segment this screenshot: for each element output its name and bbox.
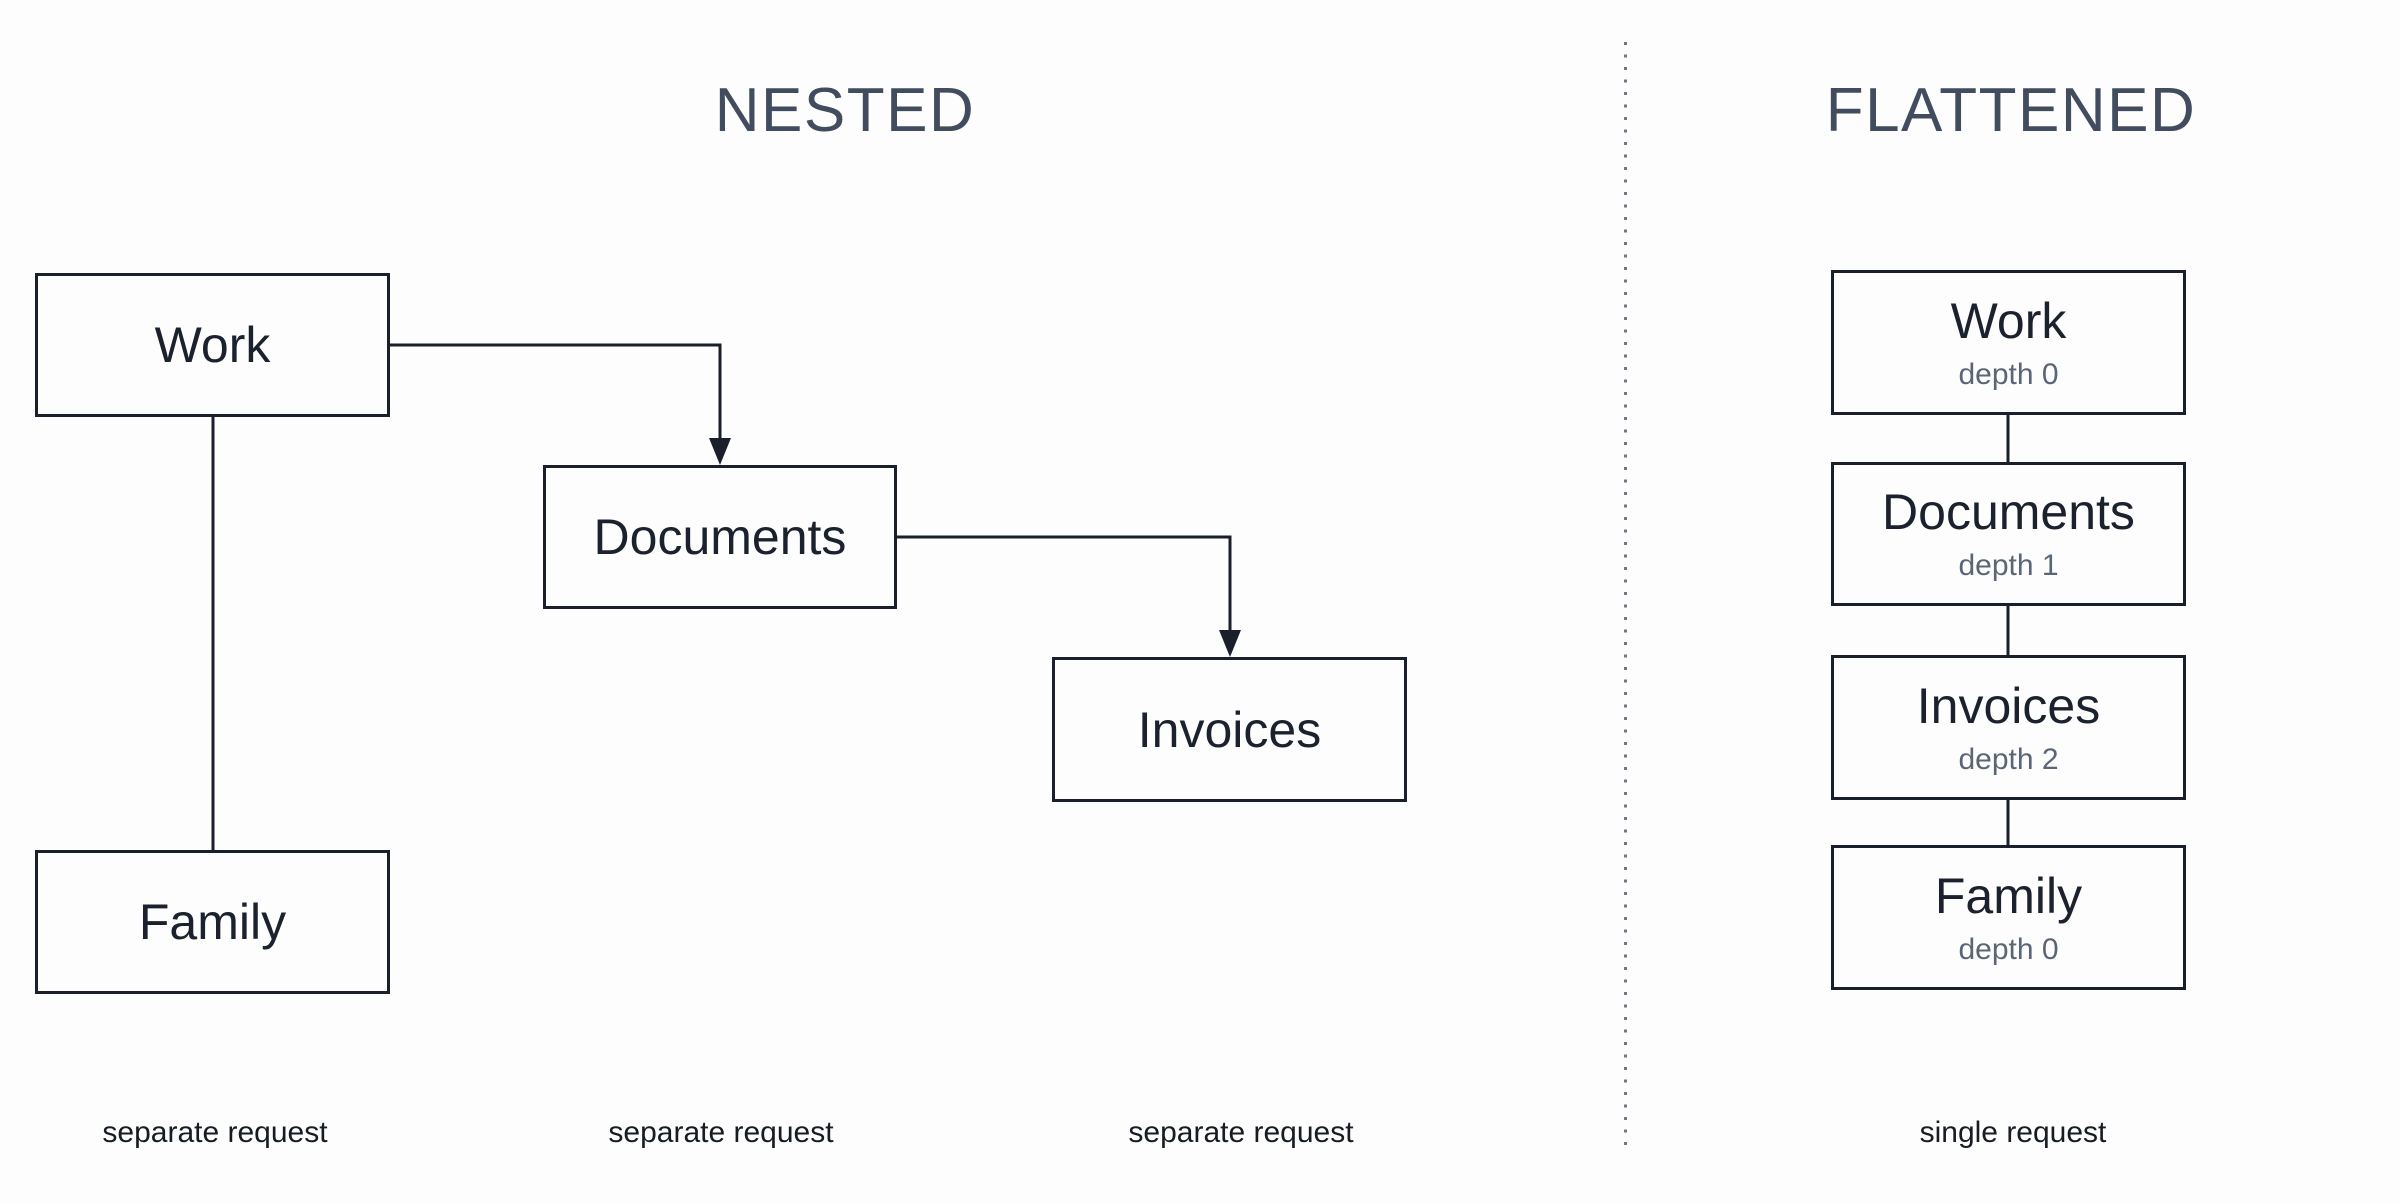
node-label: Invoices [1137,701,1322,758]
nested-node-documents: Documents [543,465,897,609]
depth-label: depth 1 [1958,549,2059,582]
footnote-single-request: single request [1919,1116,2107,1149]
flattened-node-work: Work depth 0 [1831,270,2186,415]
nested-section-title: NESTED [714,76,976,145]
node-label: Work [1950,292,2067,349]
depth-label: depth 2 [1958,742,2059,776]
connector-work-to-documents [390,343,722,440]
flattened-node-documents: Documents depth 1 [1831,462,2186,606]
node-label: Family [1934,867,2083,924]
node-label: Invoices [1916,677,2101,734]
flattened-node-family: Family depth 0 [1831,845,2186,990]
footnote-separate-request-1: separate request [102,1116,328,1149]
depth-label: depth 0 [1958,357,2059,391]
node-label: Documents [593,509,847,565]
node-label: Work [154,317,271,373]
footnote-separate-request-3: separate request [1128,1116,1354,1149]
nested-node-family: Family [35,850,390,994]
arrowhead-documents-icon [709,438,731,465]
section-divider [1624,42,1627,1146]
node-label: Documents [1882,484,2135,540]
nested-node-work: Work [35,273,390,417]
arrowhead-invoices-icon [1219,630,1241,657]
nested-node-invoices: Invoices [1052,657,1407,802]
depth-label: depth 0 [1958,932,2059,966]
connector-documents-to-invoices [897,535,1232,632]
footnote-separate-request-2: separate request [608,1116,834,1149]
flattened-node-invoices: Invoices depth 2 [1831,655,2186,800]
flattened-section-title: FLATTENED [1825,76,2197,145]
node-label: Family [138,894,287,950]
